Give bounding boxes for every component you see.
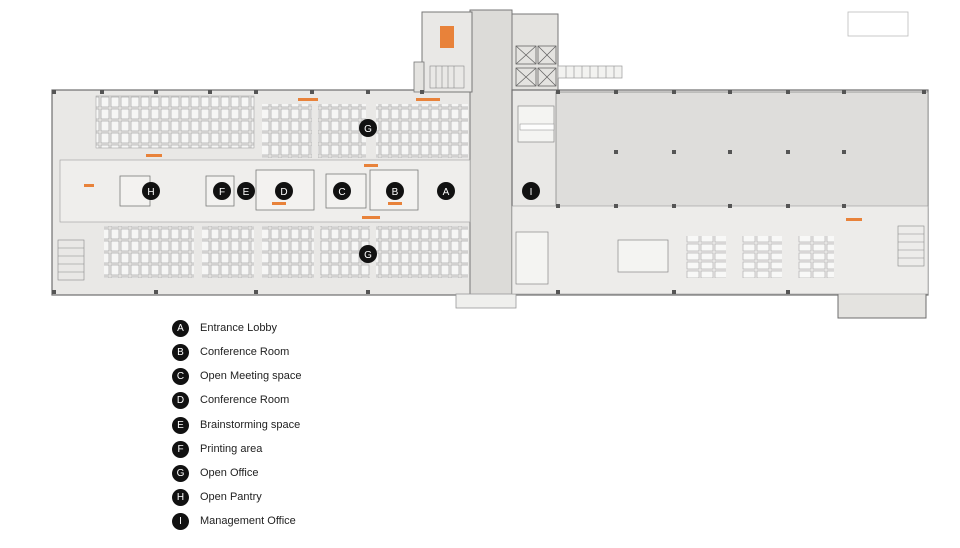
svg-text:A: A [443,187,450,198]
svg-text:C: C [338,187,345,198]
marker-B: B [386,182,404,200]
legend-marker-h: H [172,488,189,506]
legend-label-a: Entrance Lobby [200,322,278,334]
legend-marker-c: C [172,367,189,385]
marker-E: E [237,182,255,200]
legend-label-c: Open Meeting space [200,370,302,382]
legend-label-f: Printing area [200,443,263,455]
legend-label-g: Open Office [200,467,259,479]
open-office-desks [95,95,834,285]
legend-item-i: I Management Office [172,511,296,531]
svg-text:G: G [364,250,372,261]
marker-I: I [522,182,540,200]
legend-marker-d: D [172,391,189,409]
svg-text:D: D [280,187,287,198]
legend-item-h: H Open Pantry [172,487,262,507]
legend-item-b: B Conference Room [172,342,289,362]
legend-item-f: F Printing area [172,439,262,459]
marker-C: C [333,182,351,200]
floor-plan: G G H F E D C B A I [51,9,929,319]
legend-item-d: D Conference Room [172,390,289,410]
legend-marker-i: I [172,512,189,530]
svg-text:F: F [219,187,225,198]
legend-marker-e: E [172,416,189,434]
legend-marker-g: G [172,464,189,482]
room-tags [84,26,862,221]
svg-text:E: E [243,187,250,198]
marker-G-top: G [359,119,377,137]
legend-item-c: C Open Meeting space [172,366,302,386]
stairs [57,65,925,281]
svg-text:H: H [147,187,154,198]
legend-label-h: Open Pantry [200,491,262,503]
svg-text:G: G [364,124,372,135]
legend-marker-a: A [172,319,189,337]
marker-A: A [437,182,455,200]
legend-marker-b: B [172,343,189,361]
svg-text:I: I [530,187,533,198]
marker-D: D [275,182,293,200]
legend-item-e: E Brainstorming space [172,415,300,435]
legend-label-i: Management Office [200,515,296,527]
legend-marker-f: F [172,440,189,458]
legend-label-b: Conference Room [200,346,290,358]
legend-item-g: G Open Office [172,463,259,483]
legend-label-d: Conference Room [200,394,290,406]
marker-F: F [213,182,231,200]
marker-G-bottom: G [359,245,377,263]
structural-columns [52,90,926,294]
legend-item-a: A Entrance Lobby [172,318,277,338]
marker-H: H [142,182,160,200]
svg-text:B: B [392,187,399,198]
legend-label-e: Brainstorming space [200,419,301,431]
